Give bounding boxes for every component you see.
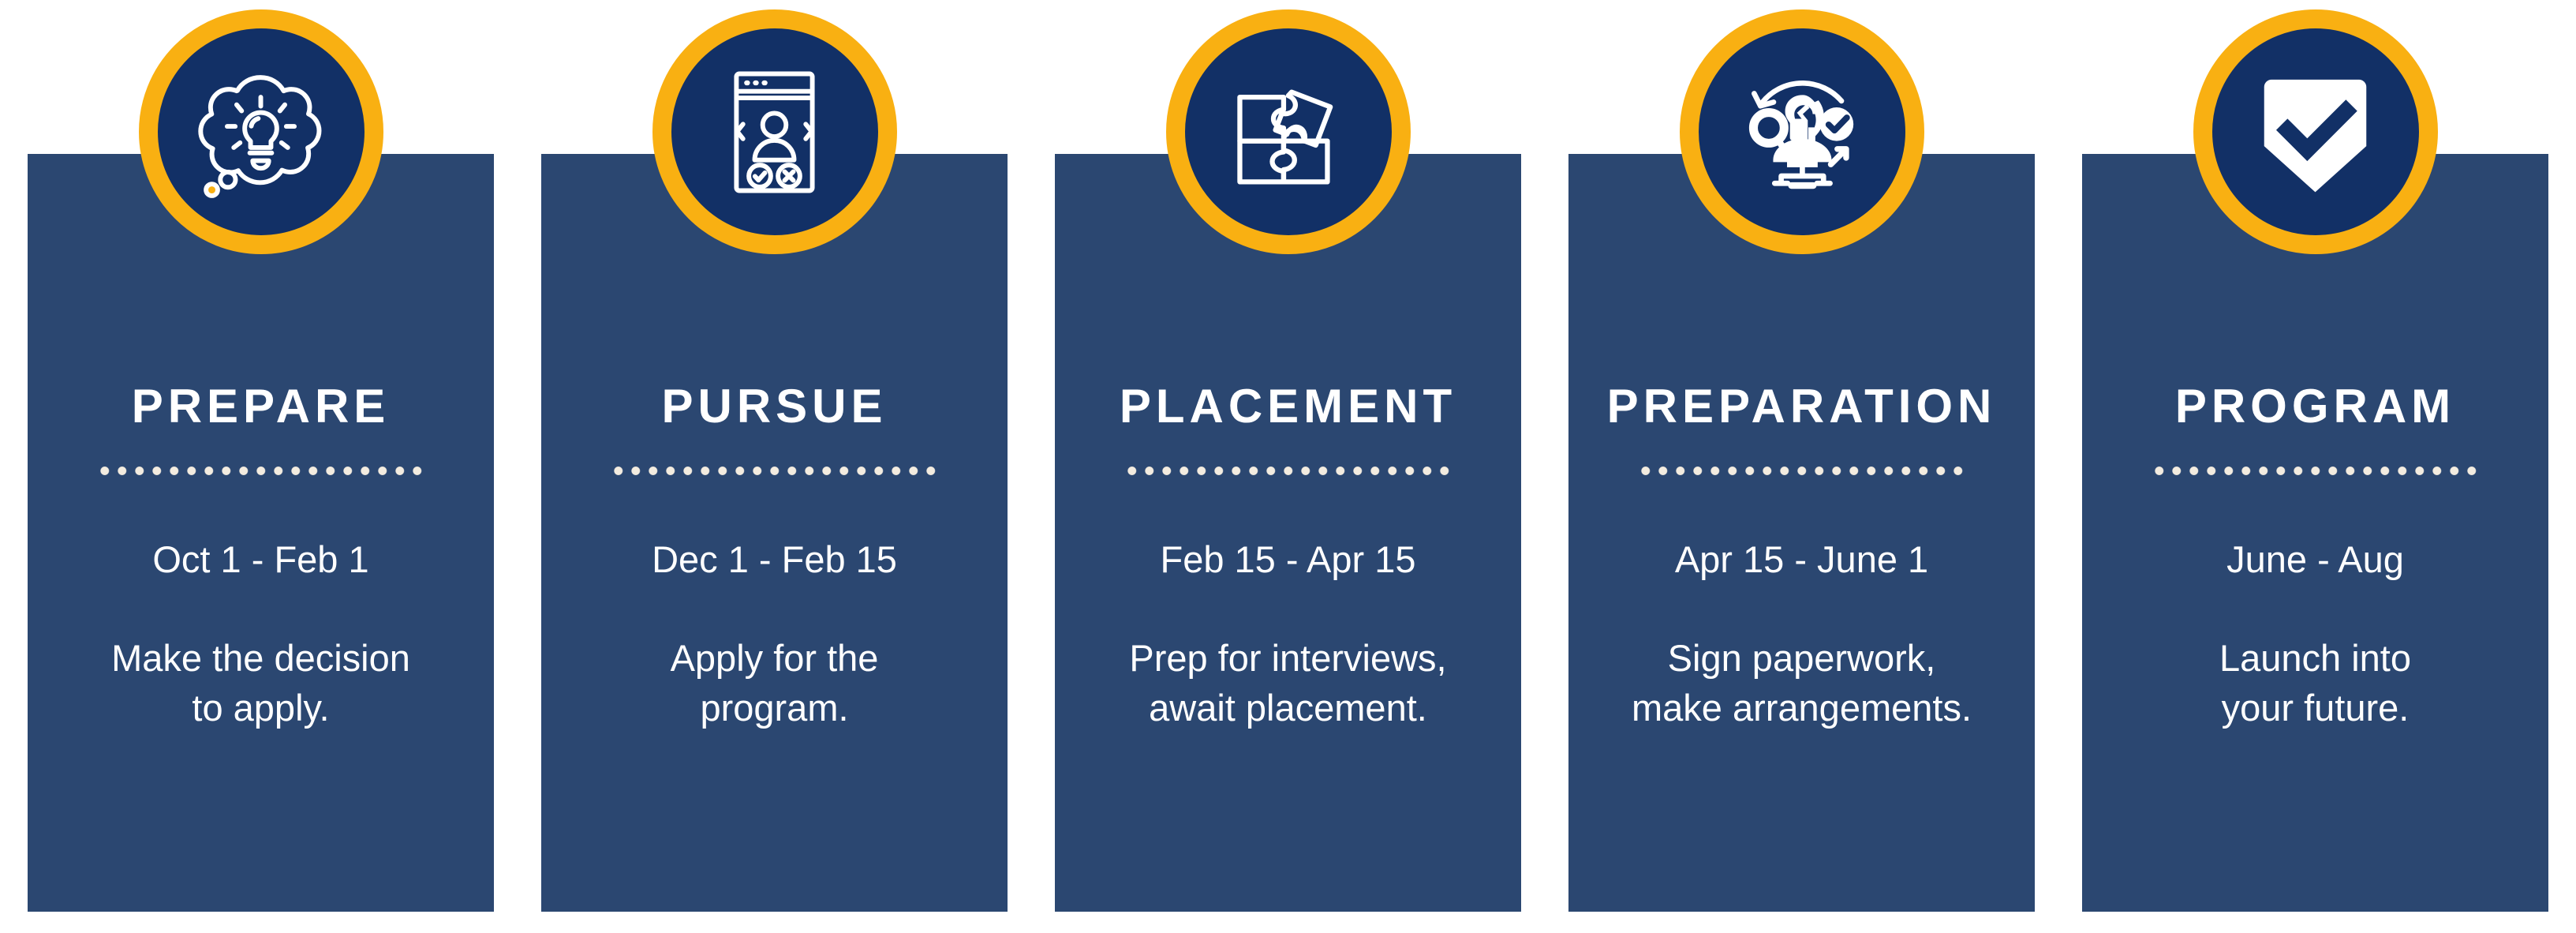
step-description-line: Sign paperwork,: [1667, 637, 1936, 680]
step-dates: Oct 1 - Feb 1: [152, 538, 369, 580]
step-badge-preparation: [1679, 9, 1924, 254]
process-planning-head-icon: [1729, 59, 1875, 205]
application-window-profile-icon: [701, 59, 847, 205]
step-title: PREPARE: [131, 380, 391, 433]
shield-check-icon: [2242, 59, 2388, 205]
step-card-preparation: PREPARATION Apr 15 - June 1 Sign paperwo…: [1568, 154, 2035, 912]
step-description-line: your future.: [2221, 687, 2410, 729]
step-description: Apply for the program.: [671, 633, 879, 733]
dotted-divider: [607, 466, 942, 475]
step-description-line: make arrangements.: [1631, 687, 1972, 729]
step-description-line: Launch into: [2219, 637, 2412, 680]
dotted-divider: [93, 466, 428, 475]
step-description-line: Apply for the: [670, 637, 879, 680]
step-dates: Dec 1 - Feb 15: [652, 538, 897, 580]
step-title: PREPARATION: [1606, 380, 1997, 433]
step-description: Prep for interviews, await placement.: [1129, 633, 1446, 733]
step-description: Sign paperwork, make arrangements.: [1632, 633, 1972, 733]
step-description-line: Prep for interviews,: [1129, 637, 1447, 680]
step-description: Make the decision to apply.: [111, 633, 410, 733]
step-dates: Apr 15 - June 1: [1674, 538, 1929, 580]
step-card-pursue: PURSUE Dec 1 - Feb 15 Apply for the prog…: [541, 154, 1008, 912]
step-card-program: PROGRAM June - Aug Launch into your futu…: [2082, 154, 2548, 912]
step-description: Launch into your future.: [2219, 633, 2411, 733]
thought-bubble-lightbulb-icon: [188, 59, 334, 205]
step-description-line: Make the decision: [111, 637, 410, 680]
step-badge-placement: [1165, 9, 1411, 254]
step-description-line: to apply.: [192, 687, 330, 729]
step-dates: June - Aug: [2226, 538, 2404, 580]
dotted-divider: [1120, 466, 1456, 475]
step-badge-program: [2193, 9, 2438, 254]
step-badge-prepare: [138, 9, 383, 254]
step-title: PLACEMENT: [1119, 380, 1457, 433]
step-card-prepare: PREPARE Oct 1 - Feb 1 Make the decision …: [28, 154, 494, 912]
step-description-line: await placement.: [1149, 687, 1427, 729]
step-title: PURSUE: [661, 380, 888, 433]
step-description-line: program.: [700, 687, 849, 729]
dotted-divider: [1634, 466, 1969, 475]
step-dates: Feb 15 - Apr 15: [1160, 538, 1416, 580]
step-badge-pursue: [652, 9, 897, 254]
step-title: PROGRAM: [2174, 380, 2456, 433]
puzzle-pieces-icon: [1215, 59, 1361, 205]
dotted-divider: [2148, 466, 2483, 475]
step-card-placement: PLACEMENT Feb 15 - Apr 15 Prep for inter…: [1055, 154, 1521, 912]
steps-row: PREPARE Oct 1 - Feb 1 Make the decision …: [28, 154, 2548, 912]
